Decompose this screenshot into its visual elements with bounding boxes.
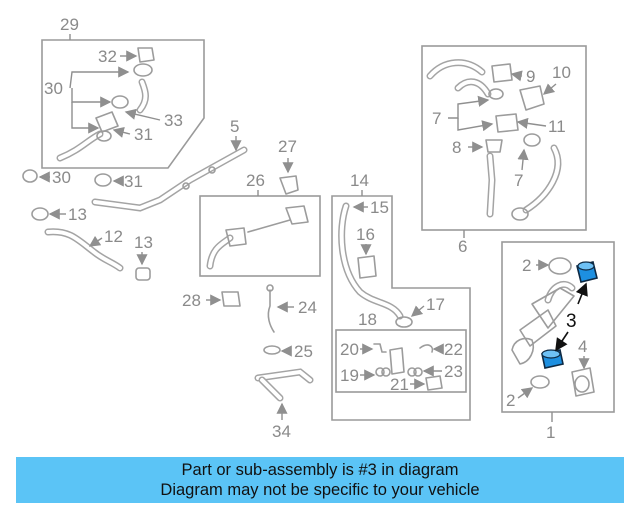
line-24 [266, 284, 275, 333]
callout-19: 19 [340, 366, 359, 385]
callout-12: 12 [104, 227, 123, 246]
callout-27: 27 [278, 137, 297, 156]
pipe-34 [254, 368, 314, 402]
callout-14: 14 [350, 171, 369, 190]
callout-5: 5 [230, 117, 239, 136]
clamp-13 [31, 207, 49, 221]
callout-32: 32 [98, 47, 117, 66]
callout-11: 11 [548, 117, 566, 136]
callout-17: 17 [426, 295, 445, 314]
callout-13-b: 13 [134, 233, 153, 252]
seal-25 [263, 345, 281, 355]
callout-16: 16 [356, 225, 375, 244]
group-14-box [331, 190, 471, 421]
callout-30: 30 [44, 79, 63, 98]
callout-30-loose: 30 [52, 168, 71, 187]
callout-21: 21 [390, 375, 409, 394]
clamp-28 [221, 291, 241, 307]
clamp-31-loose [94, 173, 112, 187]
callout-7: 7 [432, 109, 441, 128]
parts-diagram: 29 32 30 33 31 30 31 5 13 12 13 [22, 15, 615, 442]
callout-2: 2 [522, 256, 531, 275]
callout-23: 23 [444, 362, 463, 381]
callout-4: 4 [578, 337, 587, 356]
callout-15: 15 [370, 198, 389, 217]
group-29-box [41, 34, 205, 169]
callout-28: 28 [182, 291, 201, 310]
callout-22: 22 [444, 340, 463, 359]
clamp-13-b [135, 267, 151, 281]
part-3-clamp-upper[interactable] [576, 261, 598, 283]
group-1-box [501, 241, 615, 422]
callout-3[interactable]: 3 [566, 311, 577, 332]
clamp-30-loose [22, 169, 38, 183]
info-banner: Part or sub-assembly is #3 in diagram Di… [16, 457, 624, 503]
hose-12 [44, 228, 124, 272]
valve-27 [279, 175, 299, 195]
banner-line-1: Part or sub-assembly is #3 in diagram [181, 461, 459, 479]
callout-7-b: 7 [514, 171, 523, 190]
callout-9: 9 [526, 67, 535, 86]
group-26-box [199, 190, 321, 277]
callout-25: 25 [294, 342, 313, 361]
callout-26: 26 [246, 171, 265, 190]
callout-31-loose: 31 [124, 172, 143, 191]
callout-33: 33 [164, 111, 183, 130]
group-6-box [421, 45, 587, 238]
callout-8: 8 [452, 138, 461, 157]
callout-1: 1 [546, 423, 555, 442]
callout-24: 24 [298, 298, 317, 317]
callout-34: 34 [272, 422, 291, 441]
callout-13: 13 [68, 205, 87, 224]
banner-line-2: Diagram may not be specific to your vehi… [160, 481, 480, 499]
callout-18: 18 [358, 310, 377, 329]
callout-10: 10 [552, 63, 571, 82]
pipe-5 [91, 146, 248, 212]
callout-2-b: 2 [506, 391, 515, 410]
part-3-clamp-lower[interactable] [541, 349, 564, 369]
callout-6: 6 [458, 237, 467, 256]
callout-20: 20 [340, 340, 359, 359]
callout-29: 29 [60, 15, 79, 34]
callout-31: 31 [134, 125, 153, 144]
